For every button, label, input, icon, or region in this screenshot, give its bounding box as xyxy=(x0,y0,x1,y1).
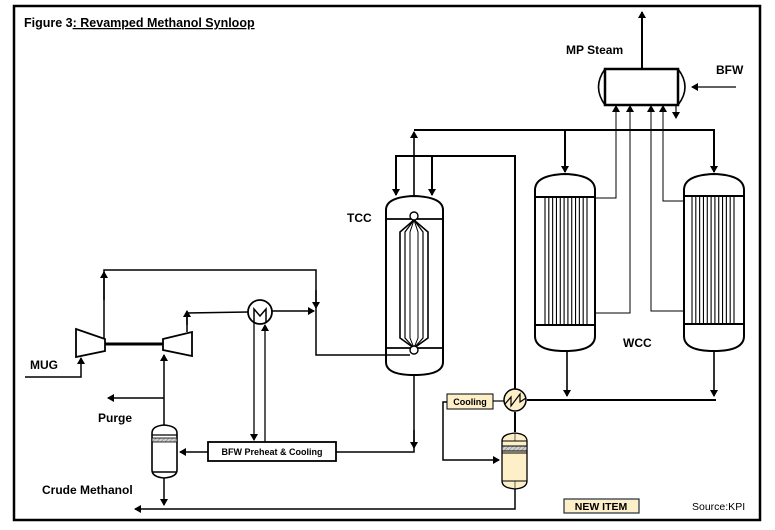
cooling-label: Cooling xyxy=(453,397,487,407)
new-item-label: NEW ITEM xyxy=(575,501,628,513)
crude-methanol-label: Crude Methanol xyxy=(42,483,133,497)
figure-title: Figure 3: Revamped Methanol Synloop xyxy=(24,16,255,30)
wcc-reactor-1 xyxy=(534,172,596,353)
figure-frame xyxy=(12,4,762,522)
tcc-label: TCC xyxy=(347,211,372,225)
cooling-box: Cooling xyxy=(446,393,494,410)
heat-exchanger xyxy=(247,299,273,325)
mug-compressor xyxy=(75,327,106,359)
figure-prefix: Figure 3 xyxy=(24,16,73,30)
mp-steam-label: MP Steam xyxy=(566,43,623,57)
mug-inlet-line xyxy=(25,357,85,378)
recycle-compressor xyxy=(162,330,193,358)
separator xyxy=(151,424,178,479)
wcc2-riser-top xyxy=(659,105,684,202)
new-separator xyxy=(501,432,528,490)
cooling-to-new-separator xyxy=(442,401,500,464)
wcc2-riser-bottom xyxy=(647,105,684,312)
wcc1-riser-top xyxy=(595,105,620,199)
new-item-legend: NEW ITEM xyxy=(563,498,640,514)
feed-to-tcc xyxy=(315,306,410,356)
bfw-preheat-label: BFW Preheat & Cooling xyxy=(222,447,323,457)
figure-title-text: : Revamped Methanol Synloop xyxy=(73,16,255,30)
wcc-label: WCC xyxy=(623,336,652,350)
recycle-compressor-outlet xyxy=(186,311,249,332)
steam-drum xyxy=(597,67,686,107)
wcc-reactor-2 xyxy=(683,172,745,353)
tcc-outlet-to-bfw-preheat xyxy=(336,375,415,453)
tcc-top-inlet-left xyxy=(392,155,516,395)
wcc2-tube-bundle xyxy=(691,196,735,324)
new-exchanger xyxy=(503,388,527,412)
purge-label: Purge xyxy=(98,411,132,425)
bfw-preheat-box: BFW Preheat & Cooling xyxy=(207,441,337,462)
wcc1-tube-bundle xyxy=(544,197,588,325)
tcc-reactor xyxy=(385,194,444,377)
source-label: Source:KPI xyxy=(692,501,745,513)
crude-methanol-line xyxy=(134,489,516,513)
mug-label: MUG xyxy=(30,358,58,372)
wcc1-riser-bottom xyxy=(595,105,634,314)
mug-compressor-outlet xyxy=(103,269,317,338)
bfw-label: BFW xyxy=(716,63,744,77)
